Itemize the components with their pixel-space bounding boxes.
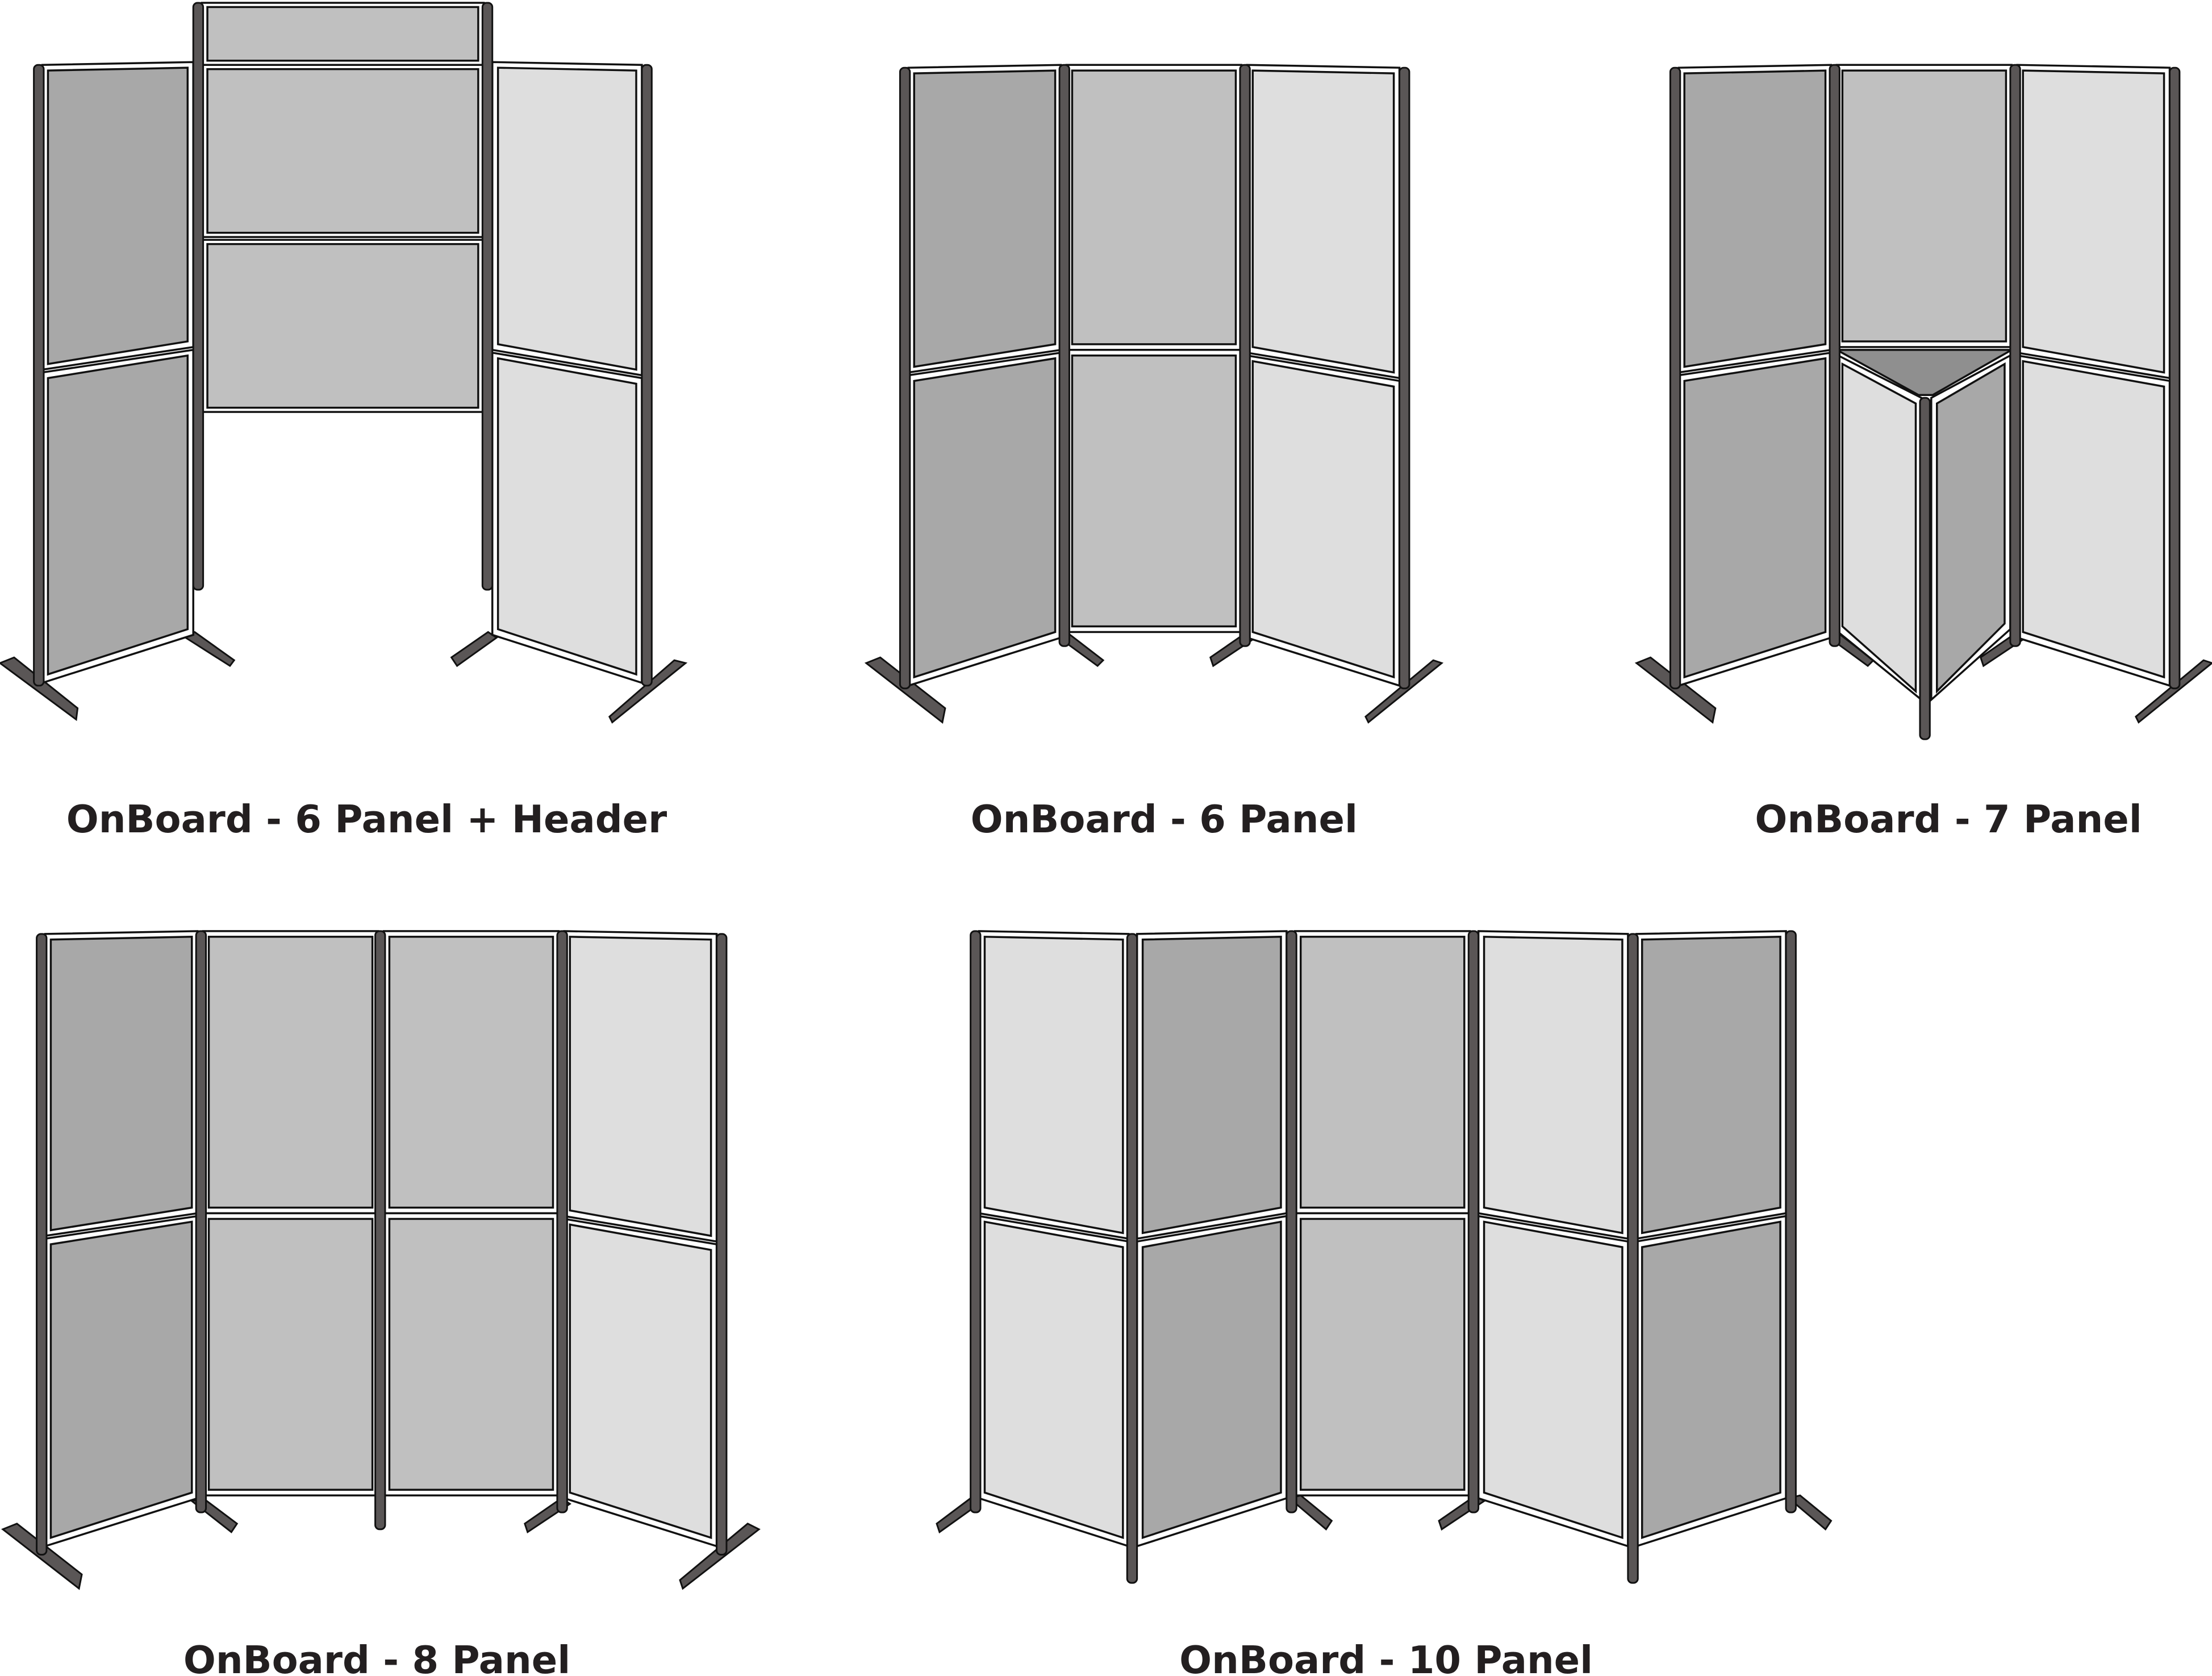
panel-light: [1251, 69, 1395, 374]
pole: [1058, 64, 1070, 647]
panel-dark: [913, 357, 1057, 679]
foot: [608, 659, 688, 724]
config-label: OnBoard - 7 Panel: [1755, 797, 2142, 841]
panel-dark: [1935, 362, 2006, 694]
pole: [1669, 66, 1681, 690]
pole: [1467, 930, 1480, 1514]
panel-light: [2022, 69, 2165, 374]
panel-light: [1483, 936, 1623, 1235]
panel-mid: [1299, 936, 1466, 1209]
pole: [716, 933, 728, 1556]
pole: [2009, 64, 2021, 647]
pole: [33, 64, 45, 687]
pole: [1829, 64, 1840, 647]
panel-dark: [1141, 936, 1282, 1235]
foot: [181, 631, 236, 668]
header-panel: [206, 6, 479, 62]
foot: [2135, 659, 2212, 724]
panel-light: [2022, 360, 2165, 679]
foot: [1364, 659, 1444, 724]
pole: [1919, 397, 1931, 740]
panel-dark: [49, 1220, 193, 1540]
config-label: OnBoard - 10 Panel: [1179, 1638, 1593, 1676]
config-8-panel: OnBoard - 8 Panel: [1, 930, 761, 1676]
pole: [641, 64, 653, 687]
panel-light: [569, 1223, 712, 1540]
panel-light: [496, 66, 637, 371]
panel-dark: [913, 69, 1057, 368]
foot: [0, 656, 79, 722]
pole: [2169, 66, 2181, 690]
pole: [195, 930, 207, 1514]
foot: [450, 631, 498, 668]
panel-mid: [388, 936, 554, 1209]
config-10-panel: OnBoard - 10 Panel: [936, 930, 1833, 1676]
pole: [1286, 930, 1297, 1514]
pole: [556, 930, 568, 1514]
foot: [1, 1523, 83, 1590]
config-6-panel-header: OnBoard - 6 Panel + Header: [0, 2, 688, 841]
pole: [970, 930, 982, 1514]
pole: [192, 2, 204, 591]
panel-dark: [1641, 1220, 1781, 1540]
foot: [1634, 656, 1717, 724]
panel-mid: [206, 68, 479, 234]
panel-mid: [207, 1218, 374, 1491]
panel-dark: [1641, 936, 1781, 1235]
config-label: OnBoard - 6 Panel: [971, 797, 1358, 841]
panel-light: [1483, 1220, 1623, 1540]
pole: [36, 933, 48, 1556]
pole: [374, 930, 386, 1531]
panel-mid: [388, 1218, 554, 1491]
panel-dark: [47, 66, 189, 365]
panel-mid: [1071, 355, 1237, 628]
pole: [1785, 930, 1797, 1514]
panel-dark: [1683, 357, 1827, 679]
panel-light: [496, 357, 637, 676]
panel-light: [569, 936, 712, 1237]
panel-dark: [1683, 69, 1827, 368]
panel-light: [1841, 362, 1917, 694]
panel-dark: [47, 354, 189, 676]
pole: [1126, 933, 1138, 1584]
config-label: OnBoard - 6 Panel + Header: [66, 797, 667, 841]
pole: [1239, 64, 1251, 647]
panel-dark: [1141, 1220, 1282, 1540]
pole: [481, 2, 494, 591]
pole: [1399, 66, 1410, 690]
panel-light: [983, 1220, 1124, 1540]
panel-mid: [206, 243, 479, 409]
panel-mid: [1071, 69, 1237, 345]
corner-shelf: [1836, 349, 2015, 397]
foot: [864, 656, 946, 724]
panel-mid: [1299, 1218, 1466, 1491]
panel-dark: [49, 936, 193, 1232]
config-7-panel: OnBoard - 7 Panel: [1634, 64, 2212, 841]
panel-mid: [1841, 69, 2008, 343]
config-6-panel: OnBoard - 6 Panel: [864, 64, 1444, 841]
config-label: OnBoard - 8 Panel: [183, 1638, 570, 1676]
pole: [1627, 933, 1639, 1584]
panel-light: [1251, 360, 1395, 679]
panel-light: [983, 936, 1124, 1235]
panel-mid: [207, 936, 374, 1209]
pole: [899, 66, 911, 690]
